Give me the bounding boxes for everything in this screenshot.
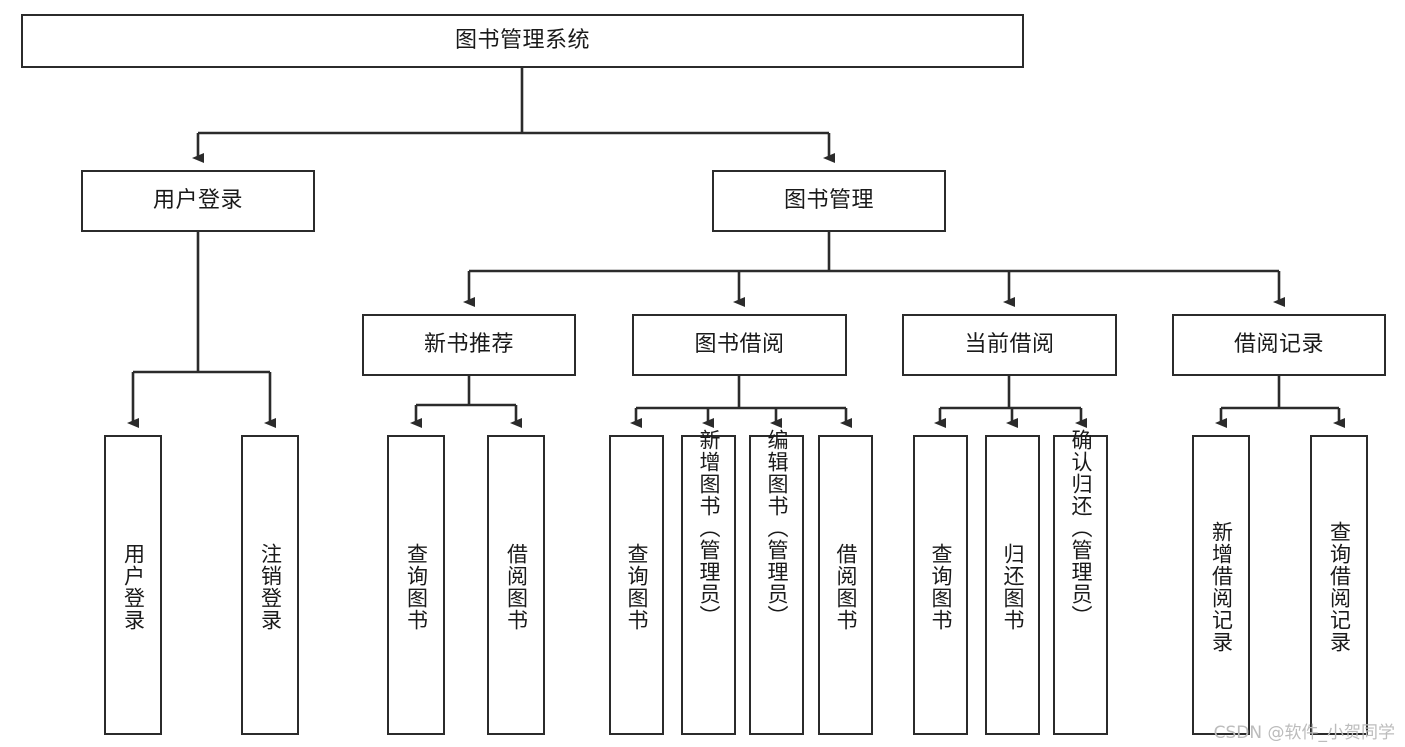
- leaf-node-logout[interactable]: 注销登录: [241, 435, 299, 735]
- leaf-node-edit-book-label: 编辑图书（管理员）: [764, 429, 789, 627]
- leaf-node-query-book-recommend[interactable]: 查询图书: [387, 435, 445, 735]
- node-borrow-record[interactable]: 借阅记录: [1172, 314, 1386, 376]
- node-root-label: 图书管理系统: [454, 27, 590, 53]
- leaf-node-query-book-current[interactable]: 查询图书: [913, 435, 968, 735]
- leaf-node-confirm-return-label: 确认归还（管理员）: [1068, 429, 1093, 627]
- leaf-node-borrow-book-label: 借阅图书: [833, 543, 858, 631]
- leaf-node-query-borrow-record[interactable]: 查询借阅记录: [1310, 435, 1368, 735]
- leaf-node-borrow-book-recommend-label: 借阅图书: [504, 543, 529, 631]
- borrow-record-connectors: [1215, 376, 1345, 428]
- leaf-node-query-book-borrow[interactable]: 查询图书: [609, 435, 664, 735]
- leaf-node-confirm-return[interactable]: 确认归还（管理员）: [1053, 429, 1108, 735]
- node-current-borrow-label: 当前借阅: [964, 331, 1055, 357]
- leaf-node-return-book[interactable]: 归还图书: [985, 435, 1040, 735]
- current-borrow-connectors: [934, 376, 1087, 428]
- book-borrow-connectors: [630, 376, 852, 428]
- root-connectors: [192, 68, 835, 163]
- leaf-node-add-book-label: 新增图书（管理员）: [696, 429, 721, 627]
- node-new-book-recommend[interactable]: 新书推荐: [362, 314, 576, 376]
- node-new-book-recommend-label: 新书推荐: [423, 331, 514, 357]
- user-login-connectors: [127, 232, 276, 428]
- leaf-node-borrow-book[interactable]: 借阅图书: [818, 435, 873, 735]
- leaf-node-query-borrow-record-label: 查询借阅记录: [1327, 521, 1352, 653]
- leaf-node-add-book[interactable]: 新增图书（管理员）: [681, 429, 736, 735]
- leaf-node-edit-book[interactable]: 编辑图书（管理员）: [749, 429, 804, 735]
- new-book-recommend-connectors: [410, 376, 522, 428]
- leaf-node-user-login[interactable]: 用户登录: [104, 435, 162, 735]
- leaf-node-query-book-current-label: 查询图书: [928, 543, 953, 631]
- node-book-borrow[interactable]: 图书借阅: [632, 314, 847, 376]
- book-manage-connectors: [463, 232, 1285, 307]
- node-root-system[interactable]: 图书管理系统: [21, 14, 1024, 68]
- leaf-node-logout-label: 注销登录: [258, 543, 283, 631]
- node-borrow-record-label: 借阅记录: [1233, 331, 1324, 357]
- leaf-node-borrow-book-recommend[interactable]: 借阅图书: [487, 435, 545, 735]
- leaf-node-add-borrow-record-label: 新增借阅记录: [1209, 521, 1234, 653]
- leaf-node-return-book-label: 归还图书: [1000, 543, 1025, 631]
- node-book-manage-label: 图书管理: [783, 187, 874, 213]
- node-current-borrow[interactable]: 当前借阅: [902, 314, 1117, 376]
- node-book-manage[interactable]: 图书管理: [712, 170, 946, 232]
- leaf-node-query-book-recommend-label: 查询图书: [404, 543, 429, 631]
- csdn-watermark: CSDN @软件_小贺同学: [1213, 723, 1395, 743]
- node-book-borrow-label: 图书借阅: [694, 331, 785, 357]
- leaf-node-user-login-label: 用户登录: [121, 543, 146, 631]
- node-user-login[interactable]: 用户登录: [81, 170, 315, 232]
- leaf-node-add-borrow-record[interactable]: 新增借阅记录: [1192, 435, 1250, 735]
- node-user-login-label: 用户登录: [152, 187, 243, 213]
- leaf-node-query-book-borrow-label: 查询图书: [624, 543, 649, 631]
